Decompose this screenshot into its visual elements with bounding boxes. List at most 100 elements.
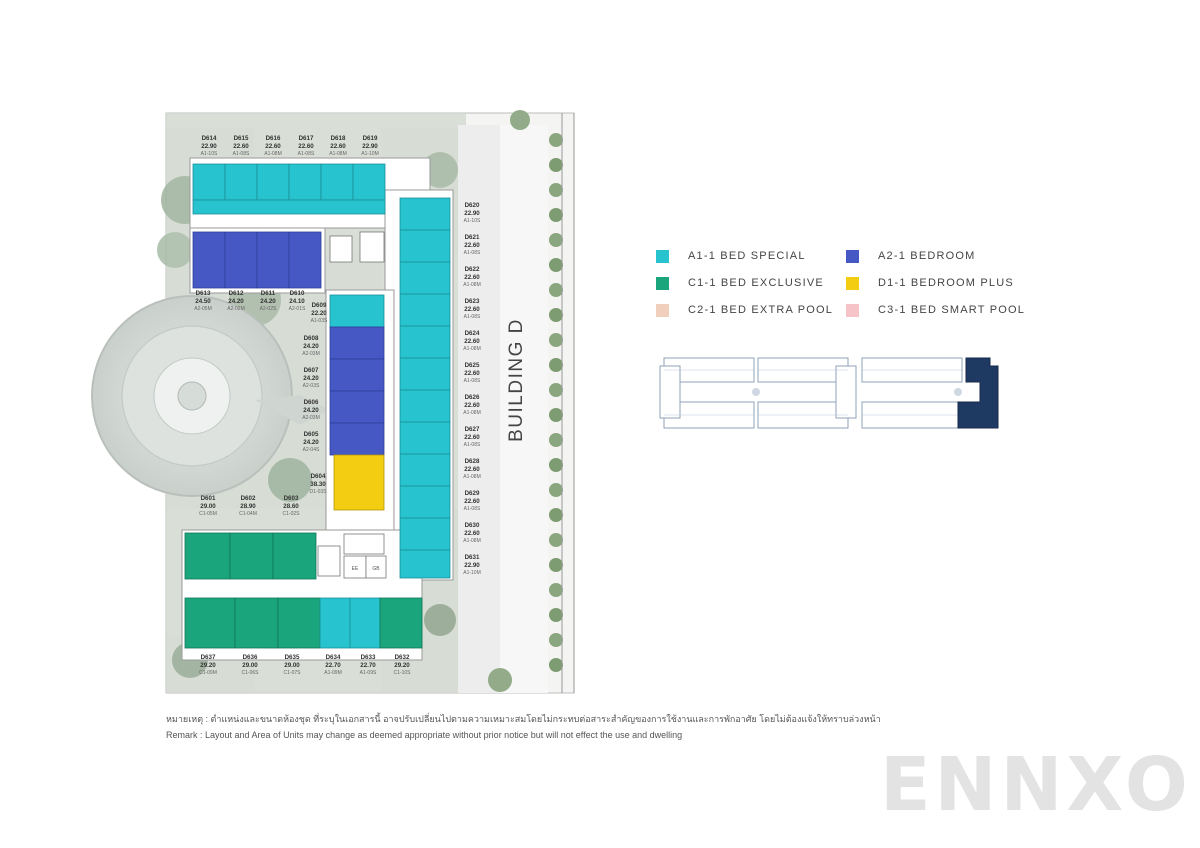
unit-type: A1-08S [233,151,250,157]
unit-area: 22.20 [311,310,327,317]
unit-type: C1-02S [283,511,301,517]
unit-id: D626 [465,394,480,401]
unit-type: A2-03S [303,383,320,389]
brand-watermark: ENNXO [880,742,1192,828]
unit-id: D608 [304,335,319,342]
unit-type: C1-06S [242,670,260,676]
legend-label: A2-1 BEDROOM [878,250,976,262]
remark-english: Remark : Layout and Area of Units may ch… [166,730,683,740]
units-c1-lower [184,532,423,649]
unit-id: D603 [284,495,299,502]
unit-type: A2-03M [302,415,320,421]
unit-id: D616 [266,135,281,142]
unit-area: 24.20 [260,298,276,305]
remarks: หมายเหตุ : ตำแหน่งและขนาดห้องชุด ที่ระบุ… [166,711,1066,743]
unit-type: A1-08M [463,474,481,480]
unit-type: A1-09S [360,670,377,676]
unit-area: 29.00 [242,662,258,669]
unit-id: D614 [202,135,217,142]
unit-id: D617 [299,135,314,142]
unit-area: 22.90 [362,143,378,150]
unit-area: 38.30 [310,481,326,488]
unit-id: D620 [465,202,480,209]
unit-id: D611 [261,290,276,297]
building-title: BUILDING D [506,318,527,442]
unit-area: 22.60 [464,466,480,473]
unit-id: D636 [243,654,258,661]
unit-type: A1-03S [311,318,328,324]
unit-area: 29.20 [394,662,410,669]
unit-type: C1-05M [199,511,217,517]
unit-area: 22.60 [464,402,480,409]
unit-id: D633 [361,654,376,661]
unit-id: D630 [465,522,480,529]
unit-area: 22.60 [330,143,346,150]
unit-area: 24.20 [228,298,244,305]
plaza-fountain [91,295,330,497]
units-middle-column [329,294,385,511]
unit-area: 22.90 [464,562,480,569]
unit-type: A1-10M [361,151,379,157]
unit-area: 29.00 [284,662,300,669]
unit-area: 22.60 [298,143,314,150]
unit-type: A1-09M [324,670,342,676]
units-a2-upper [192,231,322,289]
unit-area: 29.20 [200,662,216,669]
unit-id: D604 [311,473,326,480]
unit-type: A1-08S [464,442,481,448]
units-top-row [192,163,386,215]
unit-type: A1-08M [463,346,481,352]
unit-id: D624 [465,330,480,337]
unit-id: D619 [363,135,378,142]
legend-label: D1-1 BEDROOM PLUS [878,277,1014,289]
legend-swatch [656,276,669,290]
unit-area: 22.60 [464,498,480,505]
legend-swatch [846,303,859,317]
unit-id: D605 [304,431,319,438]
unit-area: 22.70 [360,662,376,669]
unit-area: 24.50 [195,298,211,305]
unit-type: A1-08S [464,314,481,320]
legend-label: C3-1 BED SMART POOL [878,304,1026,316]
legend-item: C1-1 BED EXCLUSIVE [656,276,824,290]
unit-id: D629 [465,490,480,497]
legend-swatch [846,249,859,263]
unit-id: D607 [304,367,319,374]
unit-type: A2-03M [302,351,320,357]
unit-area: 24.20 [303,439,319,446]
legend-item: D1-1 BEDROOM PLUS [846,276,1014,290]
tree-row [488,110,563,692]
unit-type: A1-10S [464,218,481,224]
unit-id: D635 [285,654,300,661]
unit-type: A2-01S [289,306,306,312]
unit-type: A2-04S [303,447,320,453]
unit-type: A2-05M [194,306,212,312]
unit-type: A2-02M [227,306,245,312]
unit-area: 22.90 [464,210,480,217]
unit-area: 22.60 [464,306,480,313]
unit-id: D637 [201,654,216,661]
unit-id: D623 [465,298,480,305]
unit-type: A1-08S [464,378,481,384]
legend-swatch [846,276,859,290]
core-label-gb: GB [372,566,380,572]
unit-id: D618 [331,135,346,142]
